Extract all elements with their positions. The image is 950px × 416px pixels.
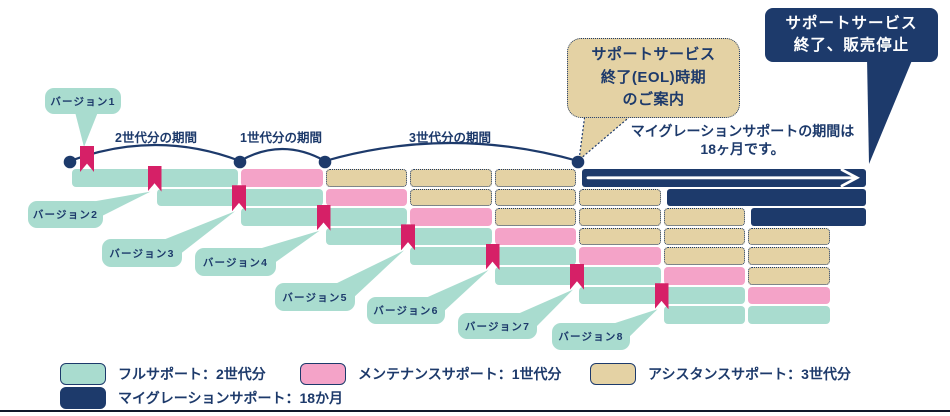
bar-maintenance-v2 [325,188,407,207]
legend-label-full-support: フルサポート：2世代分 [118,366,266,382]
bar-migration-v3 [751,208,866,226]
version-callout-2: バージョン2 [28,201,103,228]
legend-item-assistance: アシスタンスサポート：3世代分 [590,363,851,385]
banner-line1: サポートサービス [785,14,918,32]
bar-full-v3 [325,208,407,226]
bar-assistance-v3 [494,208,576,226]
banner-line2: 終了、販売停止 [793,37,910,54]
release-marker-icon [401,224,415,251]
bar-assistance-v4 [748,227,830,246]
bar-maintenance-v1 [241,169,323,187]
bar-full-v2 [241,188,323,207]
version-callout-8: バージョン8 [552,323,630,350]
legend-item-maintenance: メンテナンスサポート：1世代分 [300,363,562,385]
bar-assistance-v1 [494,169,576,187]
bar-full-v8 [748,306,830,324]
eol-bubble-line2: 終了(EOL)時期 [600,68,707,86]
bar-assistance-v2 [579,188,661,207]
bar-maintenance-v5 [579,247,661,265]
legend-swatch-migration [60,387,106,409]
version-callout-4: バージョン4 [195,248,276,276]
legend-swatch-maintenance [300,363,346,385]
migration-note: マイグレーションサポートの期間は 18ヶ月です。 [600,123,885,158]
bar-assistance-v2 [410,188,492,207]
version-callout-1: バージョン1 [45,88,121,114]
version-callout-6: バージョン6 [367,297,445,324]
period-label-2gen: 2世代分の期間 [115,131,197,145]
eol-bubble-line1: サポートサービス [591,46,716,64]
bar-assistance-v6 [748,267,830,285]
legend-label-assistance: アシスタンスサポート：3世代分 [648,366,851,382]
legend-item-full-support: フルサポート：2世代分 [60,363,266,385]
bar-assistance-v4 [663,227,745,246]
bar-assistance-v2 [494,188,576,207]
period-label-3gen: 3世代分の期間 [409,131,491,145]
migration-note-line2: 18ヶ月です。 [700,140,785,157]
legend-swatch-full-support [60,363,106,385]
legend-item-migration: マイグレーションサポート：18か月 [60,387,343,409]
version-callout-7: バージョン7 [458,313,537,339]
legend-label-migration: マイグレーションサポート：18か月 [118,390,344,406]
bar-full-v6 [494,267,576,285]
eol-speech-bubble: サポートサービス 終了(EOL)時期 のご案内 [567,38,740,118]
bar-assistance-v5 [748,247,830,265]
bar-assistance-v4 [579,227,661,246]
version-callout-3: バージョン3 [102,239,182,267]
release-marker-icon [570,263,584,290]
bar-maintenance-v3 [410,208,492,226]
bar-full-v7 [579,286,661,305]
bar-full-v4 [410,227,492,246]
bar-assistance-v3 [579,208,661,226]
bar-full-v2 [156,188,238,207]
bar-full-v7 [663,286,745,305]
release-marker-icon [654,283,669,310]
migration-note-line1: マイグレーションサポートの期間は [630,123,855,139]
bar-full-v3 [241,208,323,226]
bar-full-v1 [156,169,238,187]
bar-maintenance-v7 [748,286,830,305]
bar-migration-v2 [666,188,866,207]
bar-assistance-v3 [663,208,745,226]
release-marker-icon [316,204,331,231]
bottom-divider [0,410,950,412]
bar-full-v8 [663,306,745,324]
bar-assistance-v1 [325,169,407,187]
bar-full-v5 [494,247,576,265]
bar-full-v5 [410,247,492,265]
release-marker-icon [147,165,162,192]
support-end-banner: サポートサービス 終了、販売停止 [765,8,938,62]
legend-swatch-assistance [590,363,636,385]
period-label-1gen: 1世代分の期間 [240,131,322,145]
release-marker-icon [485,244,500,270]
bar-full-v6 [579,267,661,285]
bar-full-v4 [325,227,407,246]
version-callout-5: バージョン5 [275,283,355,311]
legend-label-maintenance: メンテナンスサポート：1世代分 [358,366,562,382]
bar-maintenance-v4 [494,227,576,246]
bar-full-v1 [72,169,154,187]
eol-bubble-line3: のご案内 [622,91,685,109]
bar-maintenance-v6 [663,267,745,285]
bar-assistance-v1 [410,169,492,187]
bar-assistance-v5 [663,247,745,265]
release-marker-icon [232,185,246,212]
